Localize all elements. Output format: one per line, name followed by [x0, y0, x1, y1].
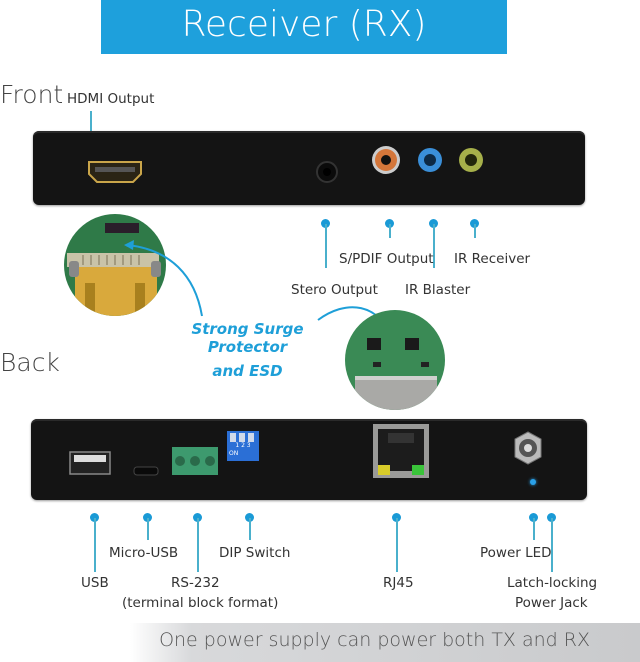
micro-usb-port-icon	[133, 466, 159, 476]
front-section-label: Front	[0, 80, 64, 109]
power-jack-icon	[514, 431, 542, 465]
dot-ir-blaster	[429, 219, 438, 228]
ir-blaster-jack-icon	[418, 148, 442, 172]
label-stereo-output: Stero Output	[291, 282, 378, 298]
front-panel	[33, 131, 585, 205]
label-ir-blaster: IR Blaster	[405, 282, 471, 298]
pin-ir-blaster	[433, 224, 435, 268]
label-rj45: RJ45	[383, 575, 414, 591]
hdmi-pcb-closeup-image	[64, 214, 166, 316]
label-rs232: RS-232	[171, 575, 220, 591]
dot-stereo-output	[321, 219, 330, 228]
rj45-port-icon	[373, 424, 429, 478]
footer-text: One power supply can power both TX and R…	[159, 629, 590, 651]
page-title: Receiver (RX)	[181, 4, 427, 45]
surge-protector-callout: Strong Surge Protector and ESD	[155, 320, 340, 380]
pin-rj45	[396, 518, 398, 572]
rs232-terminal-block-icon	[172, 447, 218, 475]
dot-dip-switch	[245, 513, 254, 522]
pin-stereo-output	[325, 224, 327, 268]
pin-spdif-output	[389, 224, 391, 238]
label-hdmi-output: HDMI Output	[67, 91, 155, 107]
dip-switch-icon: 1 2 3 ON	[227, 431, 259, 461]
pin-power-jack	[551, 518, 553, 572]
label-power-jack-line1: Latch-locking	[507, 575, 598, 591]
dot-rj45	[392, 513, 401, 522]
pin-power-led	[533, 518, 535, 540]
rj45-pcb-closeup-image	[345, 310, 445, 410]
ir-receiver-jack-icon	[459, 148, 483, 172]
label-micro-usb: Micro-USB	[109, 545, 179, 561]
label-dip-switch: DIP Switch	[219, 545, 291, 561]
dot-usb	[90, 513, 99, 522]
dip-switch-numbers: 1 2 3	[235, 442, 251, 449]
label-power-jack-line2: Power Jack	[515, 595, 588, 611]
label-ir-receiver: IR Receiver	[454, 251, 531, 267]
callout-line-1: Strong Surge Protector	[191, 320, 304, 356]
footer-banner: One power supply can power both TX and R…	[130, 623, 640, 662]
usb-port-icon	[69, 451, 111, 475]
dot-ir-receiver	[470, 219, 479, 228]
title-banner: Receiver (RX)	[101, 0, 507, 54]
dip-switch-on-label: ON	[229, 450, 239, 457]
rj45-yellow-led	[378, 465, 390, 475]
dot-spdif-output	[385, 219, 394, 228]
hdmi-port-icon	[88, 161, 142, 183]
dot-power-jack	[547, 513, 556, 522]
label-usb: USB	[81, 575, 109, 591]
pin-rs232	[197, 518, 199, 572]
label-spdif-output: S/PDIF Output	[339, 251, 434, 267]
label-rs232-note: (terminal block format)	[122, 595, 279, 611]
power-led-indicator	[530, 479, 536, 485]
callout-line-2: and ESD	[212, 362, 283, 380]
pin-usb	[94, 518, 96, 572]
stereo-jack-icon	[316, 161, 338, 183]
dot-micro-usb	[143, 513, 152, 522]
back-section-label: Back	[0, 348, 60, 377]
spdif-jack-icon	[372, 146, 400, 174]
label-power-led: Power LED	[480, 545, 552, 561]
dot-power-led	[529, 513, 538, 522]
back-panel: 1 2 3 ON	[31, 419, 587, 500]
dot-rs232	[193, 513, 202, 522]
pin-dip-switch	[249, 518, 251, 540]
rj45-green-led	[412, 465, 424, 475]
pin-micro-usb	[147, 518, 149, 540]
pin-ir-receiver	[474, 224, 476, 238]
